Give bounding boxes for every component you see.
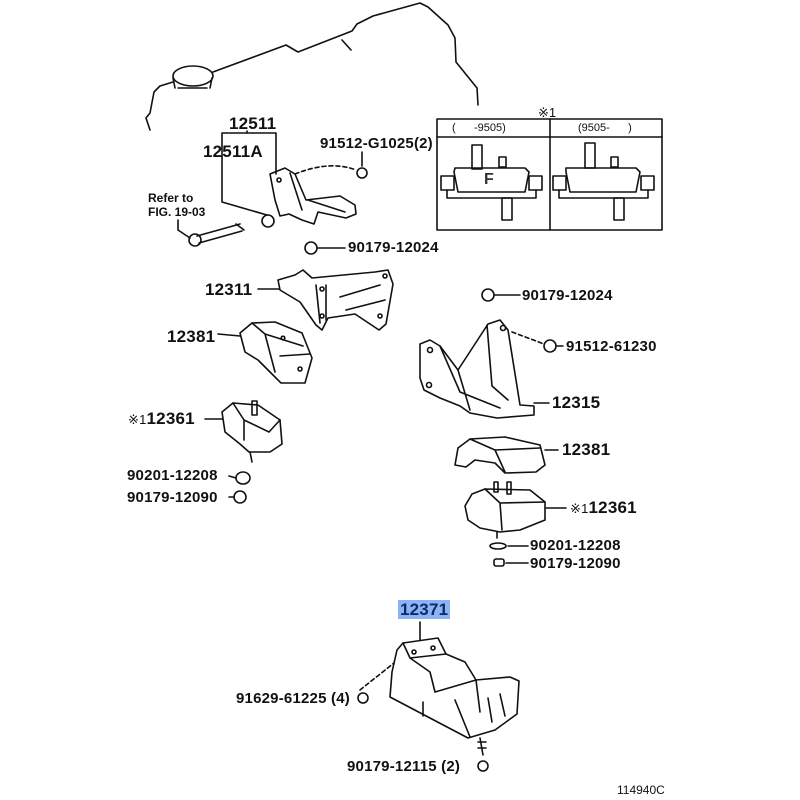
figure-id: 114940C <box>617 783 665 797</box>
transmission-mount-12371 <box>389 637 520 756</box>
part-number: 12361 <box>146 409 195 428</box>
part-label-12381-right[interactable]: 12381 <box>562 440 611 459</box>
washer-90201-12208-right <box>489 542 507 550</box>
part-label-12381-left[interactable]: 12381 <box>167 327 216 346</box>
nut-90179-12090-right <box>493 558 505 567</box>
variant-header-late: (9505- ) <box>578 122 632 134</box>
mount-variant-early <box>440 144 543 221</box>
variant-table <box>436 118 663 231</box>
nut-91512-g1025 <box>356 167 368 179</box>
bracket-12315 <box>419 319 535 419</box>
nut-91629-61225 <box>357 692 369 704</box>
part-label-91512-61230[interactable]: 91512-61230 <box>566 338 657 355</box>
bracket-12511 <box>269 167 357 225</box>
rubber-pad-12381-left <box>239 321 313 384</box>
part-label-90179-12115[interactable]: 90179-12115 (2) <box>347 759 460 774</box>
part-label-90179-12024-right[interactable]: 90179-12024 <box>522 287 613 304</box>
bracket-12311 <box>277 269 394 331</box>
part-quantity: (2) <box>441 758 461 775</box>
rubber-pad-12381-right <box>454 436 546 474</box>
part-label-90201-12208-right[interactable]: 90201-12208 <box>530 537 621 554</box>
refer-to-figure-note: Refer to FIG. 19-03 <box>148 191 206 220</box>
part-label-12361-left[interactable]: ※112361 <box>128 410 195 427</box>
part-label-90179-12090-right[interactable]: 90179-12090 <box>530 555 621 572</box>
variant-mark: ※1 <box>128 412 147 427</box>
nut-90179-12115 <box>477 760 489 772</box>
variant-header-early: ( -9505) <box>452 122 506 134</box>
reservoir-cap <box>172 65 214 87</box>
washer-90201-12208-left <box>235 471 251 485</box>
part-number: 12361 <box>588 498 637 517</box>
nut-90179-12024-right <box>481 288 495 302</box>
variant-mark: ※1 <box>570 501 589 516</box>
nut-90179-12024-left <box>304 241 318 255</box>
part-label-91629-61225[interactable]: 91629-61225 (4) <box>236 691 350 706</box>
part-label-12511[interactable]: 12511 <box>229 114 277 133</box>
part-label-12311[interactable]: 12311 <box>205 280 253 299</box>
nut-12511a <box>261 214 275 228</box>
engine-outline <box>145 2 479 131</box>
part-label-91512-g1025[interactable]: 91512-G1025(2) <box>320 135 433 152</box>
part-label-12315[interactable]: 12315 <box>552 393 601 412</box>
part-label-12511a[interactable]: 12511A <box>203 142 263 161</box>
part-label-12361-right[interactable]: ※112361 <box>570 499 637 516</box>
mount-variant-late <box>552 142 655 221</box>
part-label-12371-highlighted[interactable]: 12371 <box>398 600 451 619</box>
part-number: 90179-12115 <box>347 758 437 775</box>
insulator-12361-right <box>464 481 546 539</box>
bolt-fig-19-03 <box>188 223 245 247</box>
part-label-90201-12208-left[interactable]: 90201-12208 <box>127 467 218 484</box>
part-label-90179-12024-left[interactable]: 90179-12024 <box>348 239 439 256</box>
insulator-12361-left <box>221 400 283 463</box>
part-number: 91629-61225 <box>236 690 327 707</box>
variant-note-mark: ※1 <box>538 105 557 120</box>
part-quantity: (4) <box>331 690 350 707</box>
variant-letter-f: F <box>484 171 494 188</box>
nut-90179-12090-left <box>233 490 247 504</box>
nut-91512-61230 <box>543 339 557 353</box>
part-label-90179-12090-left[interactable]: 90179-12090 <box>127 489 218 506</box>
